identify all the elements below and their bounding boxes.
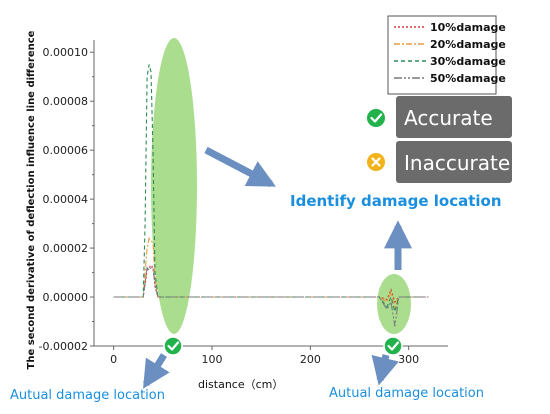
legend-label-2: 30%damage [430,55,506,68]
inaccurate-box [396,141,512,183]
y-tick-label: 0.00008 [43,95,89,108]
x-tick-label: 0 [110,353,117,366]
y-tick-label: 0.00000 [43,291,89,304]
inaccurate-label: Inaccurate [404,151,510,175]
y-tick-label: -0.00002 [39,340,88,353]
arrow-left-to-identify [204,146,276,188]
x-axis-title: distance（cm） [198,378,283,391]
y-axis-title: The second derivative of deflection infl… [26,30,37,369]
arrow-right-actual [371,354,399,386]
accurate-label: Accurate [404,106,493,130]
actual-check-right-icon [383,336,403,356]
x-tick-label: 300 [398,353,419,366]
series-line-2 [113,64,429,314]
y-tick-label: 0.00006 [43,144,89,157]
arrow-left-actual [143,353,170,389]
x-tick-label: 100 [202,353,223,366]
identify-caption: Identify damage location [290,192,502,210]
y-tick-label: 0.00002 [43,242,89,255]
highlight-right-ellipse [377,274,411,334]
actual-check-left-icon [163,336,183,356]
series-line-0 [113,264,429,304]
y-tick-label: 0.00010 [43,46,89,59]
cross-mark [371,157,381,167]
actual-check-right-icon-mark [387,341,400,351]
x-tick-label: 200 [300,353,321,366]
check-mark [370,113,383,123]
y-tick-label: 0.00004 [43,193,89,206]
actual-check-left-icon-mark [167,341,180,351]
legend-box [387,15,497,95]
legend-label-3: 50%damage [430,72,506,85]
check-icon [367,109,385,127]
highlight-left-ellipse [151,38,197,334]
actual-location-left: Autual damage location [10,388,165,403]
actual-location-right: Autual damage location [329,386,484,401]
legend-label-0: 10%damage [430,21,506,34]
series-line-3 [113,266,429,327]
accurate-box [396,96,512,138]
legend-label-1: 20%damage [430,38,506,51]
